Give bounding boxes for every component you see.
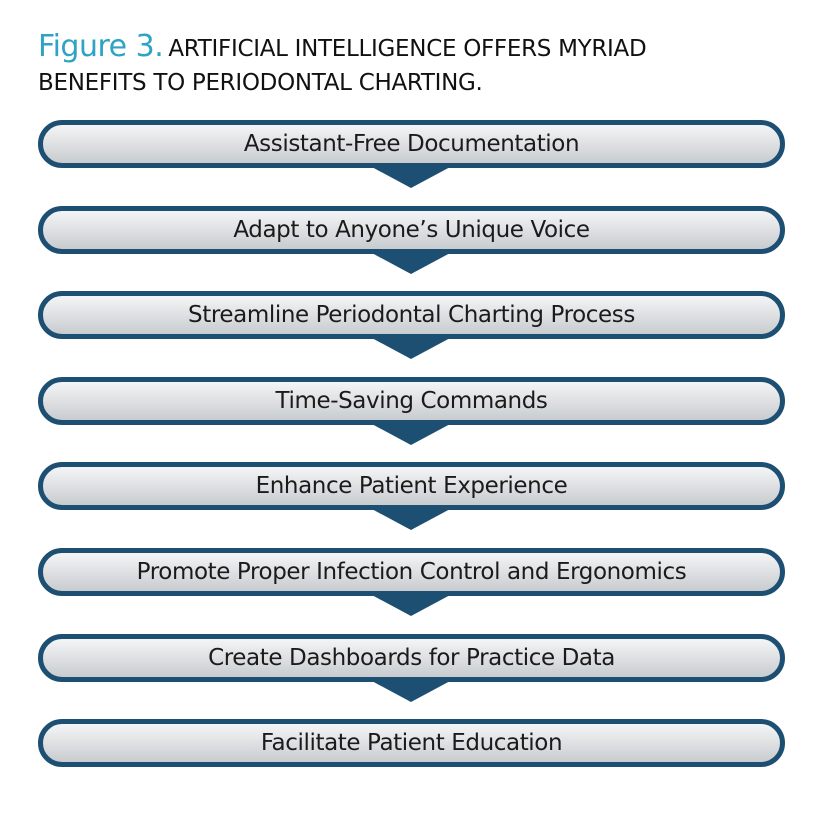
flow-arrow-1: [370, 166, 452, 188]
figure-title-line-1: Artificial intelligence offers myriad: [168, 36, 647, 62]
flow-arrow-2: [370, 252, 452, 274]
figure-caption: Figure 3. Artificial intelligence offers…: [38, 26, 818, 98]
figure-label: Figure 3.: [38, 29, 164, 64]
flow-step-label: Assistant-Free Documentation: [243, 131, 580, 157]
flow-step-label: Facilitate Patient Education: [260, 730, 563, 756]
flow-step-7: Create Dashboards for Practice Data: [38, 634, 785, 682]
flow-step-label: Create Dashboards for Practice Data: [208, 645, 615, 671]
flow-step-2: Adapt to Anyone’s Unique Voice: [38, 206, 785, 254]
flow-step-6: Promote Proper Infection Control and Erg…: [38, 548, 785, 596]
flow-step-label: Enhance Patient Experience: [255, 473, 568, 499]
flow-step-label: Time-Saving Commands: [275, 388, 548, 414]
flow-step-8: Facilitate Patient Education: [38, 719, 785, 767]
flow-step-label: Adapt to Anyone’s Unique Voice: [233, 217, 590, 243]
flow-step-4: Time-Saving Commands: [38, 377, 785, 425]
flow-step-1: Assistant-Free Documentation: [38, 120, 785, 168]
flow-arrow-6: [370, 594, 452, 616]
flow-step-5: Enhance Patient Experience: [38, 462, 785, 510]
flow-step-label: Streamline Periodontal Charting Process: [188, 302, 635, 328]
flow-arrow-7: [370, 680, 452, 702]
caption-line-1: Figure 3. Artificial intelligence offers…: [38, 26, 818, 68]
flow-arrow-5: [370, 508, 452, 530]
flow-step-3: Streamline Periodontal Charting Process: [38, 291, 785, 339]
flow-arrow-4: [370, 423, 452, 445]
flow-step-label: Promote Proper Infection Control and Erg…: [136, 559, 687, 585]
figure-title-line-2: benefits to periodontal charting.: [38, 70, 483, 96]
flow-arrow-3: [370, 337, 452, 359]
